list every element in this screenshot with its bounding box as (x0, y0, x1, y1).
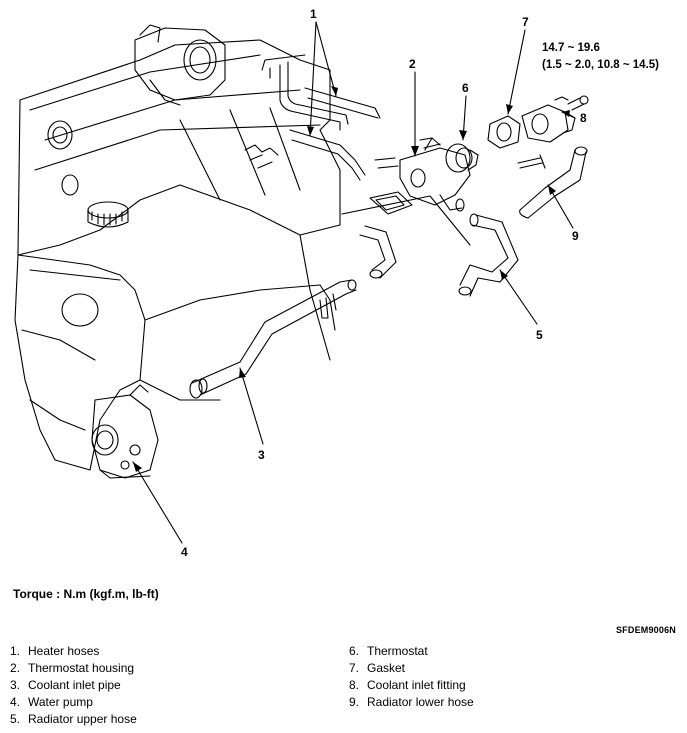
thermostat (445, 143, 479, 173)
legend-right-column: 6. Thermostat 7. Gasket 8. Coolant inlet fi… (349, 643, 474, 711)
radiator-upper-hose (458, 213, 519, 297)
legend-number: 2. (10, 661, 21, 675)
radiator-lower-hose (519, 146, 588, 219)
gasket (487, 115, 521, 149)
timing-belt-cover (14, 254, 146, 471)
torque-spec-line1: 14.7 ~ 19.6 (542, 42, 600, 54)
legend-label: Water pump (28, 695, 93, 709)
callout-8: 8 (580, 111, 587, 125)
heater-hoses (269, 61, 399, 181)
legend-item-thermostat-housing: 2. Thermostat housing (10, 660, 137, 677)
figure-code: SFDEM9006N (615, 625, 676, 635)
torque-unit-label: Torque : N.m (kgf.m, lb-ft) (13, 587, 159, 601)
legend-label: Radiator upper hose (28, 712, 137, 726)
torque-spec-line2: (1.5 ~ 2.0, 10.8 ~ 14.5) (542, 59, 659, 71)
callout-1: 1 (310, 7, 317, 21)
legend-number: 9. (349, 695, 360, 709)
legend-number: 8. (349, 678, 360, 692)
callout-4: 4 (181, 545, 188, 559)
legend-item-coolant-inlet-pipe: 3. Coolant inlet pipe (10, 677, 137, 694)
callout-6: 6 (462, 81, 469, 95)
legend-label: Heater hoses (28, 644, 100, 658)
coolant-inlet-pipe (189, 279, 357, 399)
callout-3: 3 (258, 448, 265, 462)
legend-item-gasket: 7. Gasket (349, 660, 474, 677)
legend-label: Coolant inlet pipe (28, 678, 121, 692)
callout-7: 7 (522, 15, 529, 29)
legend-number: 1. (10, 644, 21, 658)
legend-item-thermostat: 6. Thermostat (349, 643, 474, 660)
legend-item-radiator-lower-hose: 9. Radiator lower hose (349, 694, 474, 711)
legend-item-water-pump: 4. Water pump (10, 694, 137, 711)
leader-lines (132, 21, 576, 544)
legend-number: 6. (349, 644, 360, 658)
oil-filler-cap (87, 201, 129, 228)
legend-number: 3. (10, 678, 21, 692)
legend-label: Thermostat (367, 644, 428, 658)
legend-item-radiator-upper-hose: 5. Radiator upper hose (10, 711, 137, 728)
callout-2: 2 (409, 57, 416, 71)
leader-arrowheads (133, 86, 570, 472)
engine-block (14, 24, 341, 479)
legend-number: 4. (10, 695, 21, 709)
legend-label: Gasket (367, 661, 406, 675)
callout-9: 9 (572, 229, 579, 243)
legend-item-heater-hoses: 1. Heater hoses (10, 643, 137, 660)
housing-gasket (369, 191, 413, 215)
legend-item-coolant-inlet-fitting: 8. Coolant inlet fitting (349, 677, 474, 694)
coolant-inlet-fitting (521, 95, 589, 143)
callout-5: 5 (536, 328, 543, 342)
legend-number: 5. (10, 712, 21, 726)
water-pump (91, 384, 159, 479)
legend-label: Coolant inlet fitting (367, 678, 466, 692)
throttle-body (134, 24, 226, 106)
legend-left-column: 1. Heater hoses 2. Thermostat housing 3. Co… (10, 643, 137, 728)
legend-number: 7. (349, 661, 360, 675)
legend-label: Radiator lower hose (367, 695, 474, 709)
cooling-system-diagram: 1 2 3 4 5 6 7 8 9 14.7 ~ 19.6 (1.5 ~ 2.0… (14, 7, 659, 559)
bypass-hose (359, 225, 397, 279)
legend-label: Thermostat housing (28, 661, 135, 675)
